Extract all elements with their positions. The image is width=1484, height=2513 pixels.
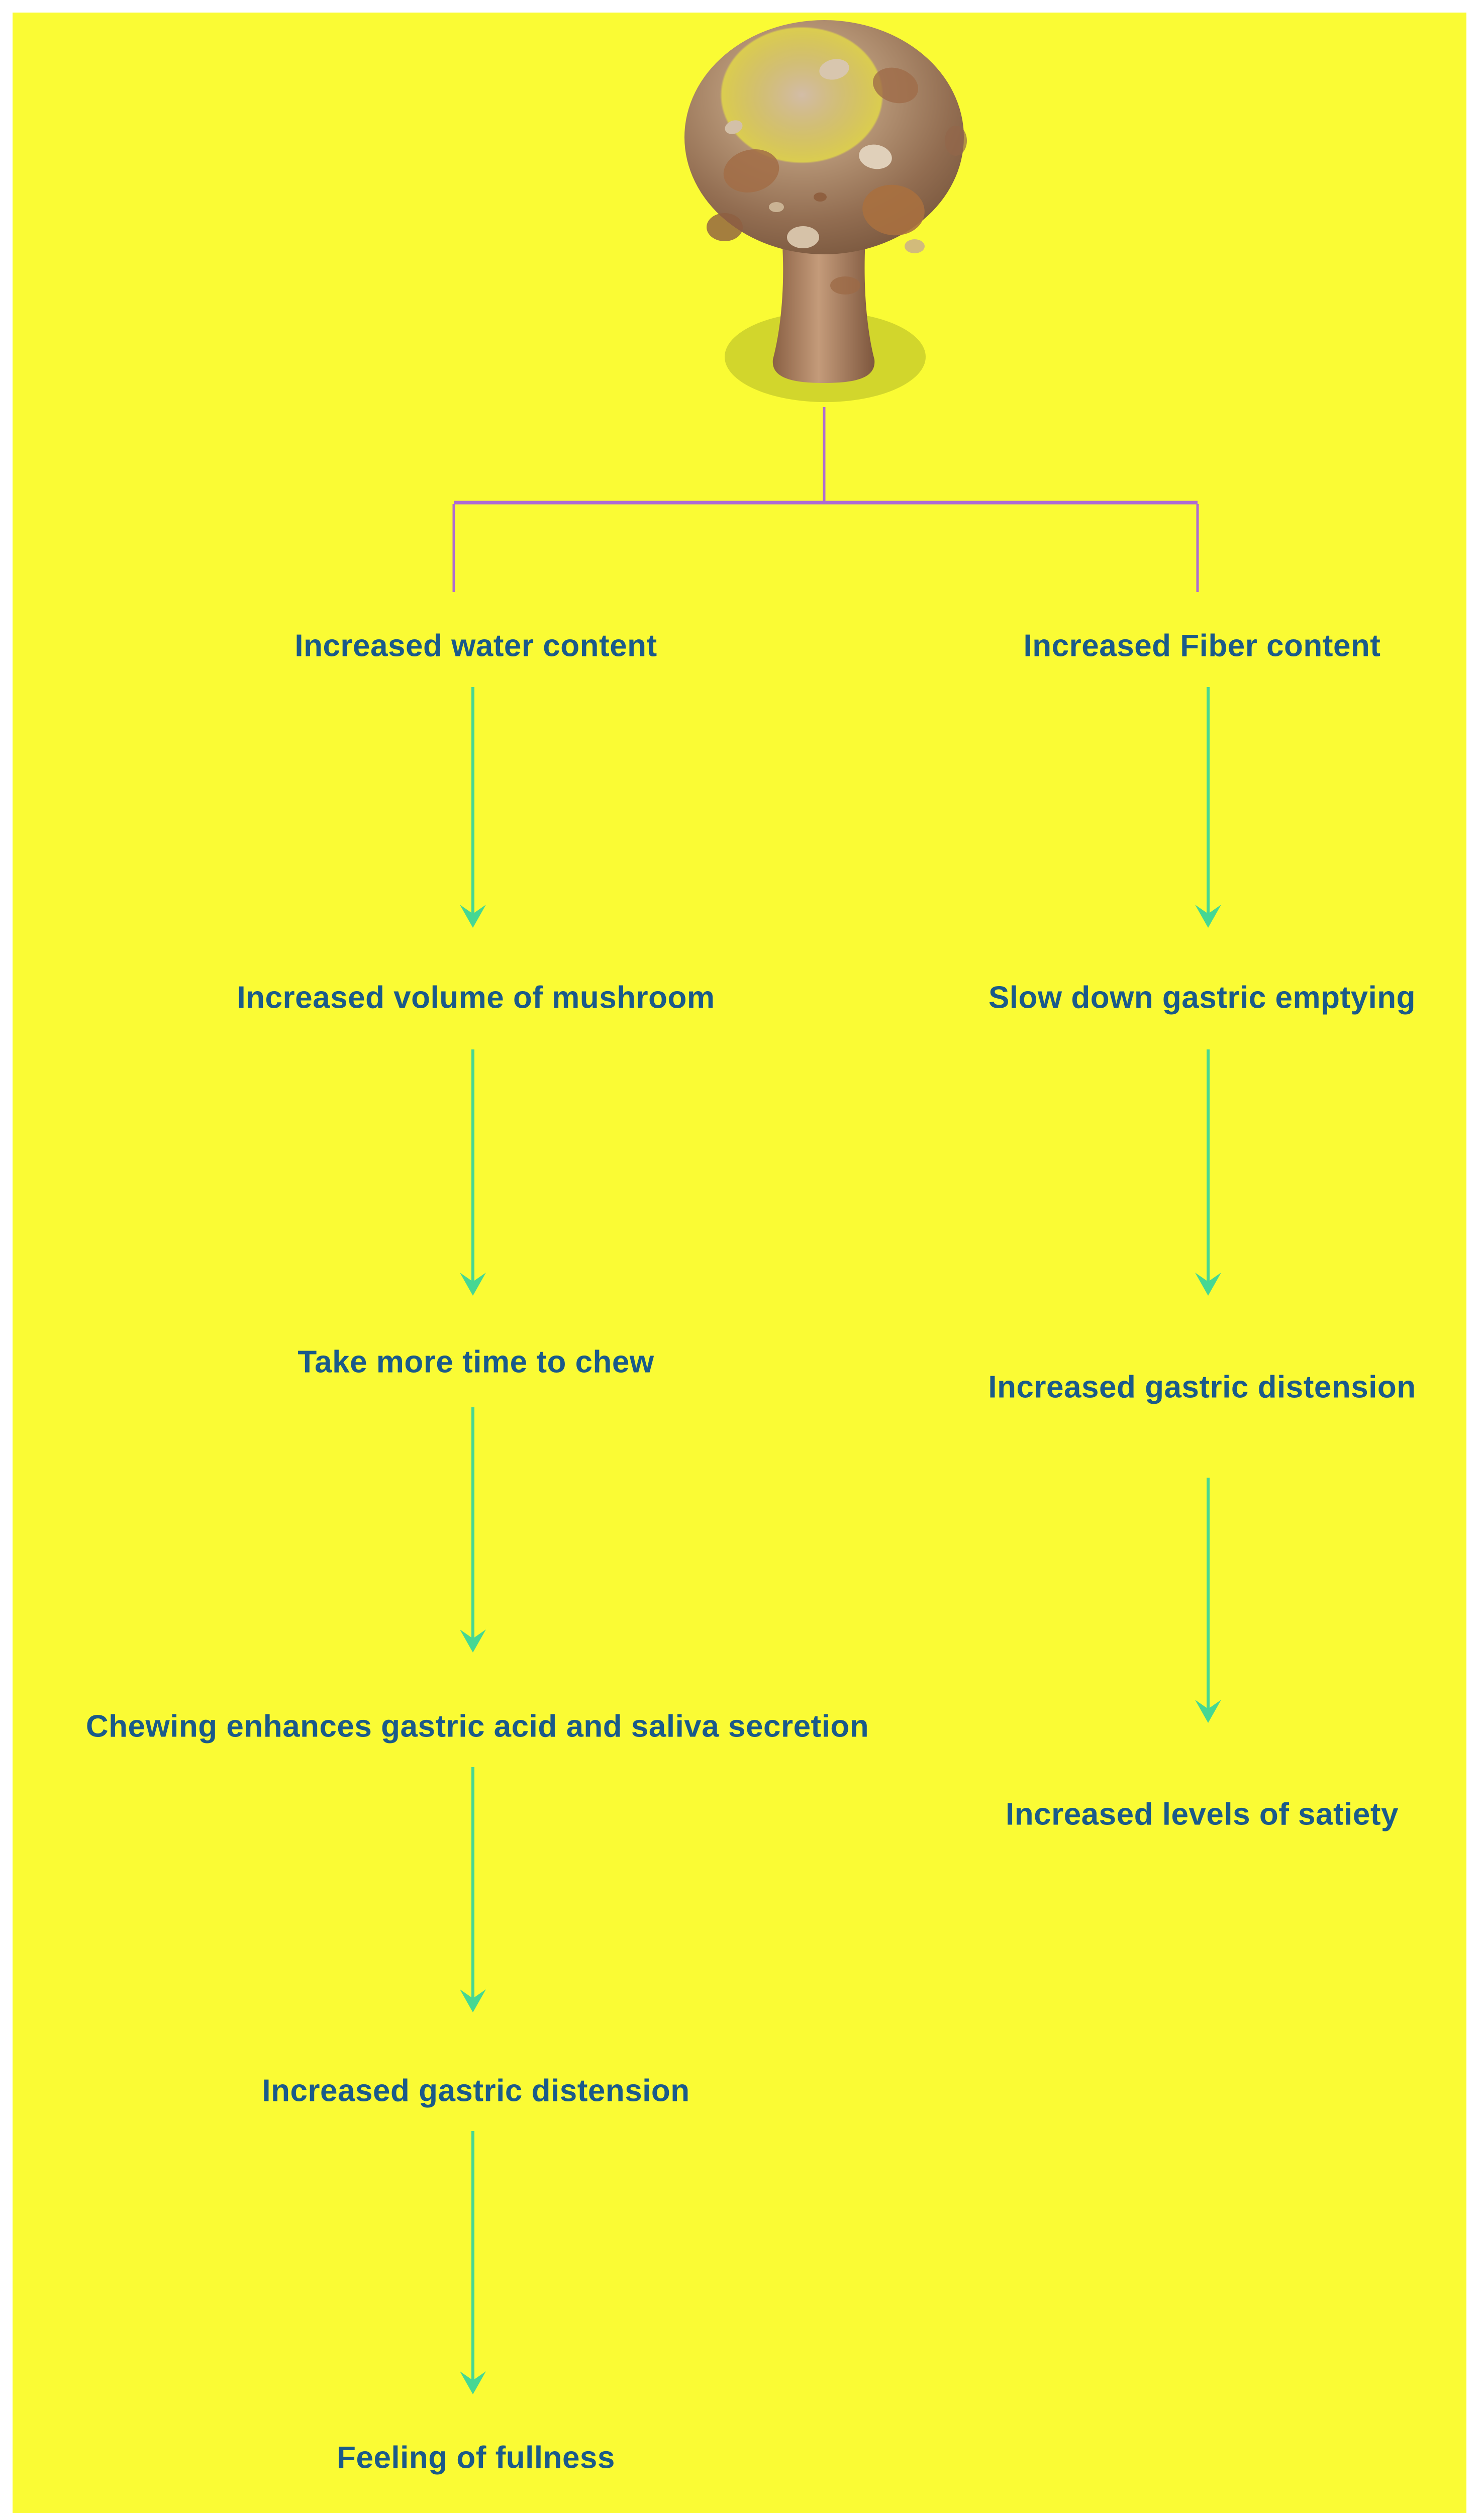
node-feeling-of-fullness: Feeling of fullness [337, 2440, 615, 2475]
node-increased-gastric-distension-right: Increased gastric distension [988, 1370, 1416, 1405]
node-take-more-time-to-chew: Take more time to chew [298, 1344, 654, 1380]
node-increased-water-content: Increased water content [294, 628, 657, 663]
mushroom-spots [707, 59, 967, 295]
node-increased-levels-of-satiety: Increased levels of satiety [1005, 1797, 1399, 1832]
mushroom-illustration [684, 20, 967, 402]
node-chewing-enhances-secretion: Chewing enhances gastric acid and saliva… [85, 1709, 869, 1744]
diagram-canvas [13, 13, 1466, 2513]
node-slow-down-gastric-emptying: Slow down gastric emptying [988, 980, 1416, 1015]
node-increased-fiber-content: Increased Fiber content [1023, 628, 1381, 663]
mushroom-stem [772, 231, 875, 383]
node-increased-volume-of-mushroom: Increased volume of mushroom [237, 980, 715, 1015]
node-increased-gastric-distension-left: Increased gastric distension [262, 2073, 690, 2108]
